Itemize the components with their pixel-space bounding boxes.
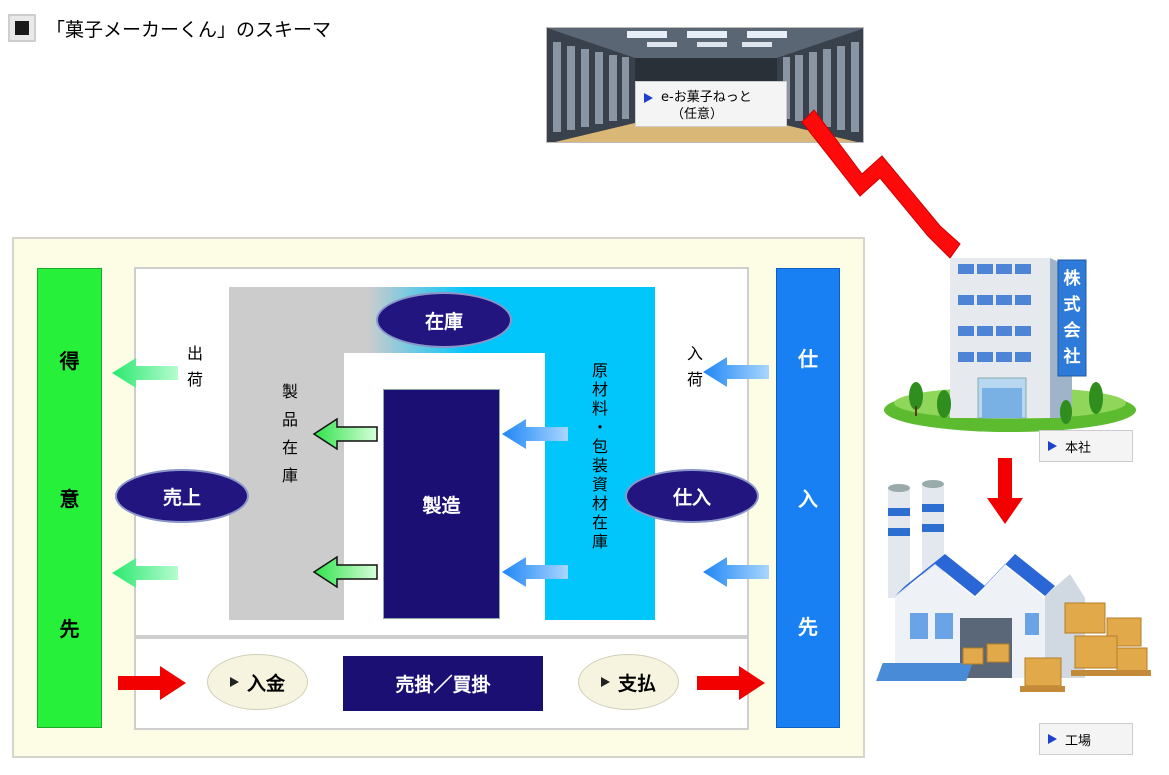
sales-ellipse: 売上 — [115, 469, 249, 523]
purchase-label: 仕入 — [672, 486, 711, 509]
customer-char: 意 — [59, 487, 80, 511]
to-manufacturing-arrow-icon — [502, 557, 568, 587]
supplier-char: 入 — [798, 487, 818, 511]
receiving-arrow-icon — [703, 357, 769, 387]
pointer-arrow-icon — [600, 677, 610, 687]
to-product-stock-arrow-icon — [312, 417, 378, 451]
receiving-arrow-icon — [703, 557, 769, 587]
ar-ap-label: 売掛／買掛 — [395, 674, 491, 696]
lightning-bolt-icon — [801, 109, 961, 259]
to-product-stock-arrow-icon — [312, 555, 378, 589]
hq-to-factory-arrow-icon — [987, 458, 1023, 524]
manufacturing-label: 製造 — [422, 494, 461, 517]
server-label-line2: （任意） — [671, 107, 724, 122]
stock-label: 在庫 — [424, 310, 463, 333]
factory-illustration — [875, 478, 1160, 733]
hq-label-text: 本社 — [1065, 440, 1092, 456]
factory-building-icon — [876, 480, 1151, 692]
server-room-image: e-お菓子ねっと （任意） — [546, 27, 864, 143]
manufacturing-box: 製造 — [383, 389, 500, 619]
sales-label: 売上 — [162, 486, 201, 509]
supplier-column: 仕 入 先 — [776, 268, 840, 728]
pointer-arrow-icon — [229, 677, 239, 687]
page-title: 「菓子メーカーくん」のスキーマ — [8, 14, 331, 42]
payment-out-arrow-icon — [697, 666, 765, 700]
to-manufacturing-arrow-icon — [502, 419, 568, 449]
payment-in-pill: 入金 — [207, 654, 308, 710]
server-label: e-お菓子ねっと （任意） — [635, 81, 787, 127]
pointer-arrow-icon — [1048, 441, 1057, 451]
payment-in-label: 入金 — [246, 672, 285, 695]
pointer-arrow-icon — [1048, 734, 1057, 744]
supplier-char: 先 — [798, 615, 818, 639]
shipment-arrow-icon — [112, 558, 178, 588]
hq-sign-char: 式 — [1063, 295, 1081, 315]
title-text: 「菓子メーカーくん」のスキーマ — [46, 18, 332, 41]
hq-label: 本社 — [1039, 430, 1133, 462]
server-label-line1: e-お菓子ねっと — [661, 90, 752, 105]
payment-out-pill: 支払 — [578, 654, 679, 710]
materials-stock-label: 原材料・包装資材在庫 — [589, 362, 608, 552]
ar-ap-box: 売掛／買掛 — [343, 656, 543, 711]
factory-label: 工場 — [1039, 723, 1133, 755]
customer-char: 得 — [59, 349, 80, 373]
factory-label-text: 工場 — [1065, 733, 1092, 749]
customer-column: 得 意 先 — [37, 268, 102, 728]
purchase-ellipse: 仕入 — [625, 469, 759, 523]
materials-stock-region — [545, 287, 655, 620]
hq-sign-char: 株 — [1063, 269, 1081, 289]
supplier-char: 仕 — [798, 347, 818, 371]
hq-sign: 株 式 会 社 — [1058, 266, 1086, 370]
hq-building-icon — [884, 258, 1136, 432]
receiving-label: 入荷 — [684, 345, 703, 397]
payment-out-label: 支払 — [617, 672, 656, 695]
payment-in-arrow-icon — [118, 666, 186, 700]
title-square-icon — [8, 14, 36, 42]
pointer-arrow-icon — [644, 93, 653, 103]
hq-sign-char: 会 — [1063, 321, 1081, 341]
headquarters-illustration: 株 式 会 社 — [882, 238, 1137, 433]
product-stock-label: 製品在庫 — [279, 383, 298, 495]
hq-sign-char: 社 — [1063, 347, 1081, 367]
stock-ellipse: 在庫 — [376, 292, 512, 348]
shipment-arrow-icon — [112, 358, 178, 388]
shipment-label: 出荷 — [184, 345, 203, 397]
customer-char: 先 — [59, 617, 80, 641]
